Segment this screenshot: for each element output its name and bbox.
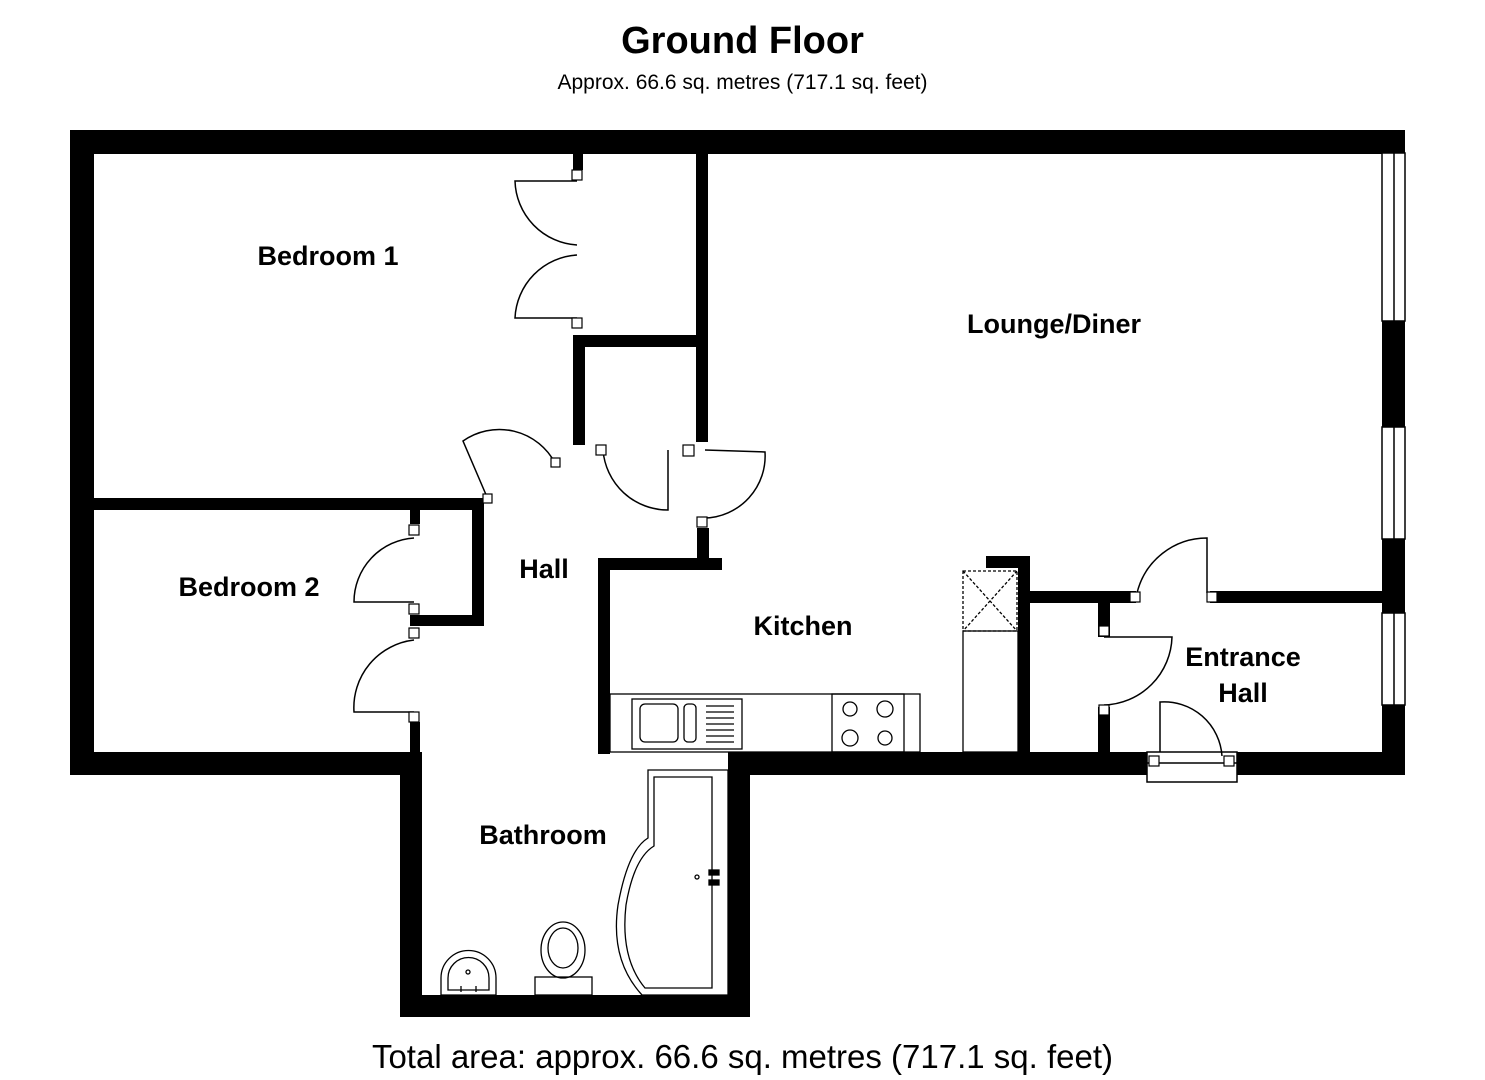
internal-walls	[94, 152, 1384, 754]
bathroom-fittings	[440, 769, 729, 996]
hob-icon	[831, 693, 905, 753]
wardrobe-door-upper	[514, 180, 578, 246]
bedroom2-door-upper	[353, 537, 415, 603]
basin-icon	[440, 949, 497, 996]
sink-icon	[639, 703, 679, 743]
front-door	[1159, 701, 1223, 757]
doors	[353, 180, 1223, 757]
kitchen-worktop	[609, 570, 1019, 753]
bedroom2-door-lower	[353, 639, 415, 713]
entrance-lounge-door	[1136, 537, 1208, 594]
room-label-bedroom-1: Bedroom 1	[257, 241, 398, 271]
room-label-bathroom: Bathroom	[479, 820, 607, 850]
door-jambs	[408, 169, 1235, 767]
floor-title: Ground Floor	[621, 20, 864, 62]
room-label-kitchen: Kitchen	[753, 611, 852, 641]
floor-area-subtitle: Approx. 66.6 sq. metres (717.1 sq. feet)	[557, 71, 928, 94]
bath-icon	[615, 769, 729, 996]
boiler-icon	[962, 570, 1018, 632]
lounge-door	[704, 449, 766, 519]
room-label-entrance: Entrance	[1185, 642, 1301, 672]
room-label-lounge-diner: Lounge/Diner	[967, 309, 1141, 339]
toilet-icon	[540, 921, 586, 979]
room-label-bedroom-2: Bedroom 2	[178, 572, 319, 602]
wardrobe-door-lower	[514, 254, 578, 319]
total-area: Total area: approx. 66.6 sq. metres (717…	[371, 1038, 1114, 1075]
entrance-internal-door	[1103, 636, 1173, 706]
room-label-entrance-hall: Hall	[1218, 678, 1268, 708]
bedroom1-door	[462, 428, 556, 498]
windows	[1146, 152, 1406, 783]
hall-cupboard-door	[602, 449, 669, 511]
fridge-unit	[962, 630, 1019, 753]
room-label-hall: Hall	[519, 554, 569, 584]
